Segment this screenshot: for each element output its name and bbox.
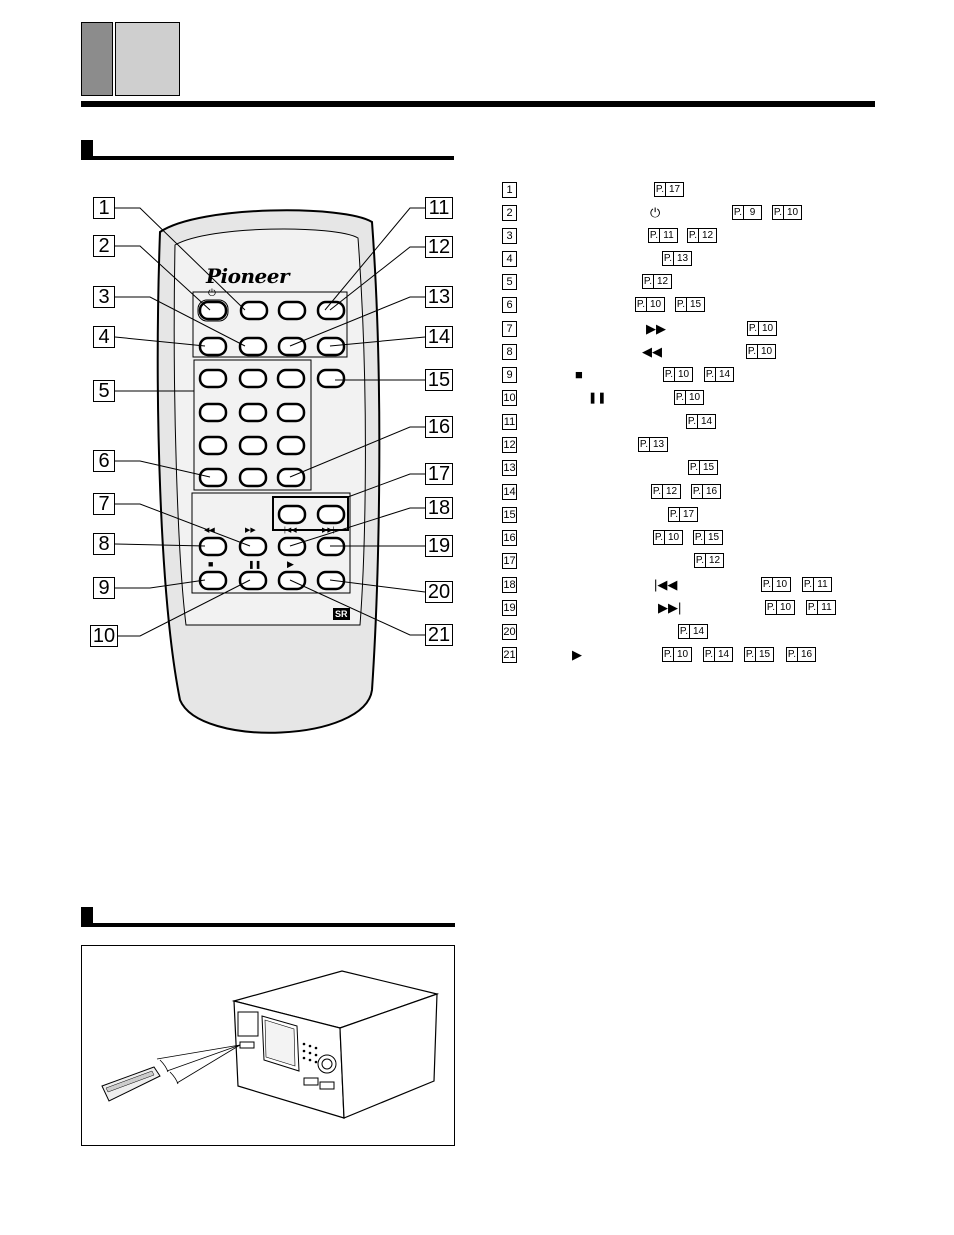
callout-21: 21 bbox=[425, 624, 453, 646]
callout-11: 11 bbox=[425, 197, 453, 219]
callout-8: 8 bbox=[93, 533, 115, 555]
header-rule bbox=[81, 101, 875, 107]
legend-item: 16 P.10 P.15 bbox=[502, 530, 872, 548]
chapter-tab-light bbox=[115, 22, 180, 96]
legend-item: 6 P.10 P.15 bbox=[502, 297, 872, 315]
legend-item: 12 P.13 bbox=[502, 437, 872, 455]
callout-7: 7 bbox=[93, 493, 115, 515]
chapter-tab bbox=[81, 22, 180, 96]
legend-item: 5 P.12 bbox=[502, 274, 872, 292]
callout-2: 2 bbox=[93, 235, 115, 257]
legend-item: 20 P.14 bbox=[502, 624, 872, 642]
operating-range-illustration bbox=[81, 945, 455, 1146]
callout-19: 19 bbox=[425, 535, 453, 557]
callout-15: 15 bbox=[425, 369, 453, 391]
fast-forward-icon: ▶▶ bbox=[245, 527, 256, 534]
callout-5: 5 bbox=[93, 380, 115, 402]
callout-3: 3 bbox=[93, 286, 115, 308]
legend-item: 17 P.12 bbox=[502, 553, 872, 571]
legend-item: 10 ❚❚ P.10 bbox=[502, 390, 872, 408]
callout-4: 4 bbox=[93, 326, 115, 348]
legend-item: 3 P.11 P.12 bbox=[502, 228, 872, 246]
pioneer-logo: Pioneer bbox=[206, 264, 290, 288]
standby-icon: ⏻ bbox=[208, 288, 216, 299]
callout-16: 16 bbox=[425, 416, 453, 438]
legend-item: 1 P.17 bbox=[502, 182, 872, 200]
callout-10: 10 bbox=[90, 625, 118, 647]
legend-item: 13 P.15 bbox=[502, 460, 872, 478]
pause-icon: ❚❚ bbox=[248, 560, 262, 569]
legend-item: 7 ▶▶ P.10 bbox=[502, 321, 872, 339]
legend-item: 2 ⏻ P.9 P.10 bbox=[502, 205, 872, 223]
callout-18: 18 bbox=[425, 497, 453, 519]
next-track-icon: ▶▶| bbox=[322, 527, 335, 534]
cd-player-remote-drawing bbox=[101, 970, 440, 1119]
stop-icon: ■ bbox=[208, 559, 214, 569]
previous-track-icon: |◀◀ bbox=[284, 527, 297, 534]
legend-item: 18 |◀◀ P.10 P.11 bbox=[502, 577, 872, 595]
legend-item: 14 P.12 P.16 bbox=[502, 484, 872, 502]
callout-14: 14 bbox=[425, 326, 453, 348]
remote-control-diagram bbox=[114, 207, 426, 734]
play-icon: ▶ bbox=[287, 559, 294, 569]
callout-13: 13 bbox=[425, 286, 453, 308]
chapter-tab-dark bbox=[81, 22, 113, 96]
sr-badge: SR bbox=[333, 608, 350, 620]
legend-item: 21 ▶ P.10 P.14 P.15 P.16 bbox=[502, 647, 872, 665]
section-heading-remote bbox=[81, 140, 454, 160]
legend-item: 19 ▶▶| P.10 P.11 bbox=[502, 600, 872, 618]
legend-item: 15 P.17 bbox=[502, 507, 872, 525]
callout-20: 20 bbox=[425, 581, 453, 603]
legend-item: 9 ■ P.10 P.14 bbox=[502, 367, 872, 385]
callout-9: 9 bbox=[93, 577, 115, 599]
callout-17: 17 bbox=[425, 463, 453, 485]
legend-item: 4 P.13 bbox=[502, 251, 872, 269]
rewind-icon: ◀◀ bbox=[204, 527, 215, 534]
callout-6: 6 bbox=[93, 450, 115, 472]
legend-item: 8 ◀◀ P.10 bbox=[502, 344, 872, 362]
callout-1: 1 bbox=[93, 197, 115, 219]
legend-item: 11 P.14 bbox=[502, 414, 872, 432]
section-heading-range bbox=[81, 907, 455, 927]
callout-12: 12 bbox=[425, 236, 453, 258]
